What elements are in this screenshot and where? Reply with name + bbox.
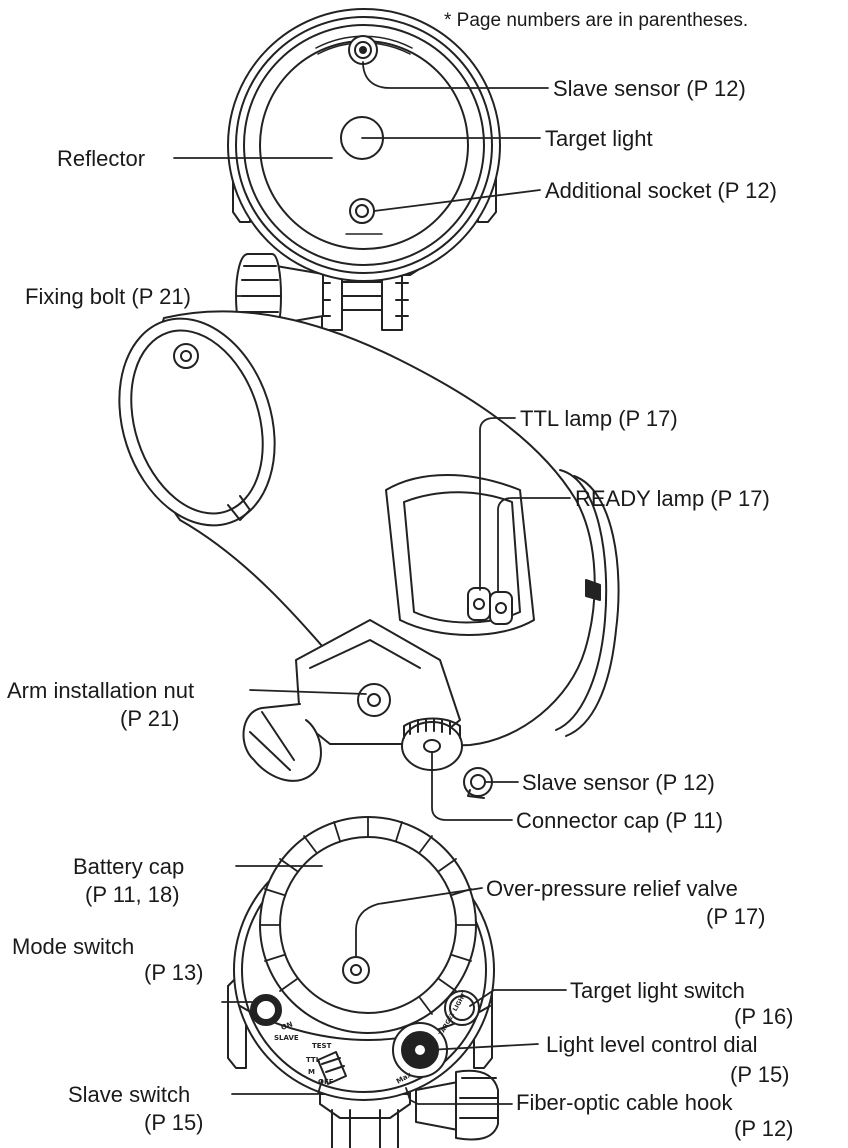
mark-m: M: [308, 1068, 315, 1076]
label-target-light: Target light: [545, 126, 653, 151]
label-reflector: Reflector: [57, 146, 146, 171]
label-over-pressure-valve-page: (P 17): [706, 904, 766, 929]
label-target-light-switch: Target light switch: [570, 978, 745, 1003]
page-note: * Page numbers are in parentheses.: [444, 10, 749, 31]
label-fiber-optic-hook: Fiber-optic cable hook: [516, 1090, 733, 1115]
rear-view-drawing: [227, 816, 499, 1148]
mark-ttl: TTL: [306, 1056, 321, 1064]
label-fiber-optic-hook-page: (P 12): [734, 1116, 794, 1141]
label-arm-installation-nut: Arm installation nut: [7, 678, 195, 703]
label-light-level-dial: Light level control dial: [546, 1032, 758, 1057]
label-additional-socket: Additional socket (P 12): [545, 178, 777, 203]
mark-off: OFF: [318, 1078, 334, 1086]
label-target-light-switch-page: (P 16): [734, 1004, 794, 1029]
label-mode-switch-page: (P 13): [144, 960, 204, 985]
label-light-level-dial-page: (P 15): [730, 1062, 790, 1087]
label-connector-cap: Connector cap (P 11): [516, 808, 724, 833]
label-slave-switch: Slave switch: [68, 1082, 191, 1107]
mark-on: ON: [280, 1020, 294, 1032]
label-arm-installation-nut-page: (P 21): [120, 706, 180, 731]
mark-test: TEST: [312, 1042, 332, 1050]
label-ttl-lamp: TTL lamp (P 17): [520, 406, 678, 431]
label-slave-sensor-front: Slave sensor (P 12): [553, 76, 746, 101]
side-view-drawing: [118, 310, 620, 799]
label-over-pressure-valve: Over-pressure relief valve: [486, 876, 738, 901]
label-battery-cap: Battery cap: [73, 854, 185, 879]
label-fixing-bolt: Fixing bolt (P 21): [25, 284, 191, 309]
front-view-drawing: [227, 8, 501, 339]
label-ready-lamp: READY lamp (P 17): [575, 486, 770, 511]
label-mode-switch: Mode switch: [12, 934, 135, 959]
label-battery-cap-page: (P 11, 18): [85, 882, 180, 907]
leader-lines: [173, 61, 571, 1105]
mark-slave: SLAVE: [274, 1034, 299, 1042]
label-slave-sensor-side: Slave sensor (P 12): [522, 770, 715, 795]
label-slave-switch-page: (P 15): [144, 1110, 204, 1135]
